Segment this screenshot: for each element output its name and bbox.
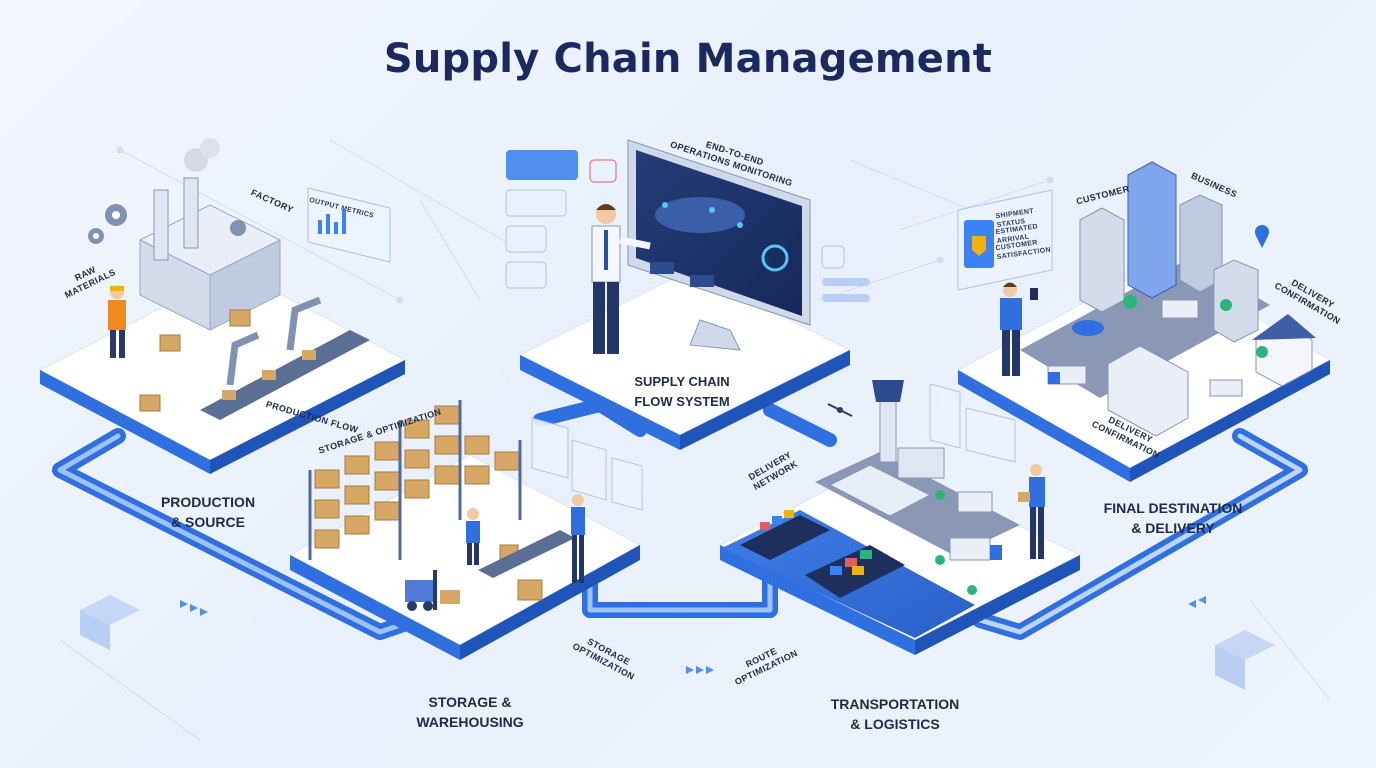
stage-label-production: PRODUCTION & SOURCE bbox=[160, 494, 256, 530]
platform-transport bbox=[718, 380, 1082, 655]
flow-arrows bbox=[180, 596, 1206, 674]
decor-cubes bbox=[80, 595, 1275, 690]
page-title: Supply Chain Management bbox=[383, 36, 993, 82]
stage-label-center: SUPPLY CHAIN FLOW SYSTEM bbox=[634, 374, 730, 409]
stage-label-destination: FINAL DESTINATION & DELIVERY bbox=[1103, 500, 1243, 536]
platform-production bbox=[38, 138, 407, 474]
stage-label-transport: TRANSPORTATION & LOGISTICS bbox=[830, 696, 960, 732]
platform-center bbox=[505, 139, 870, 450]
platform-destination bbox=[956, 161, 1332, 482]
stage-label-storage: STORAGE & WAREHOUSING bbox=[416, 694, 524, 730]
platform-storage bbox=[288, 400, 643, 660]
background-network bbox=[59, 139, 1331, 741]
